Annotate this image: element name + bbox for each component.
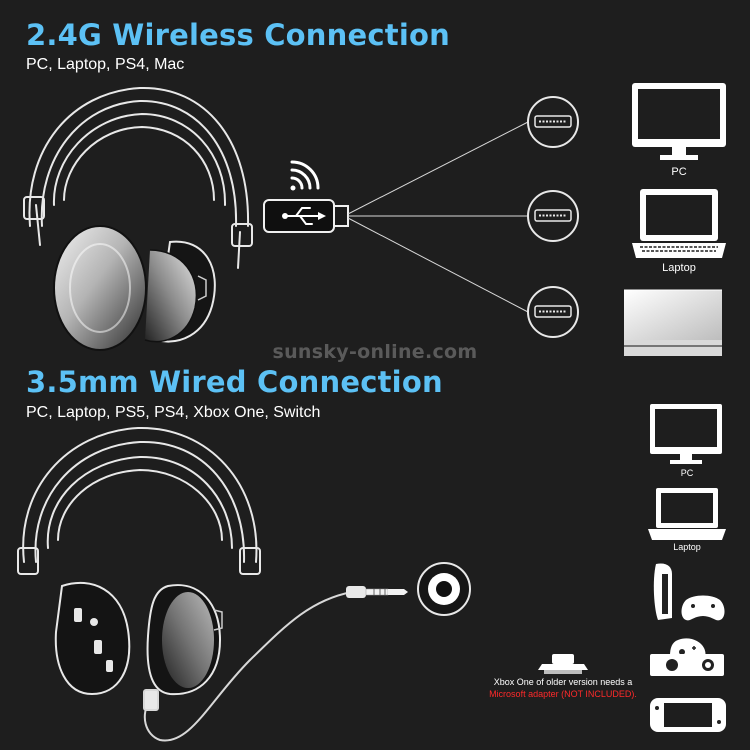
wired-device-label-pc: PC	[680, 468, 694, 478]
usb-port-icon	[527, 96, 579, 148]
headset-icon	[23, 86, 253, 269]
monitor-icon	[632, 83, 726, 160]
adapter-note: Xbox One of older version needs a Micros…	[466, 676, 660, 700]
connection-lines	[347, 121, 529, 313]
cable	[143, 591, 353, 742]
wireless-section-title: 2.4G Wireless Connection	[26, 18, 450, 52]
usb-dongle-icon	[263, 199, 349, 233]
usb-port-icon	[527, 286, 579, 338]
ps5-console-icon	[653, 563, 725, 621]
adapter-note-warning: Microsoft adapter (NOT INCLUDED).	[489, 689, 637, 699]
watermark: sunsky-online.com	[272, 341, 478, 363]
wireless-device-label-laptop: Laptop	[662, 262, 696, 274]
headset-cups	[53, 225, 216, 351]
wireless-compatibility: PC, Laptop, PS4, Mac	[26, 56, 185, 73]
xbox-console-icon	[650, 638, 724, 676]
wired-compatibility: PC, Laptop, PS5, PS4, Xbox One, Switch	[26, 404, 321, 421]
switch-console-icon	[650, 698, 726, 732]
ps4-console-icon	[624, 289, 722, 356]
headset-cups	[54, 581, 223, 696]
audio-jack-icon	[346, 586, 408, 598]
headset-icon	[17, 426, 261, 575]
audio-port-icon	[417, 562, 471, 616]
wifi-icon	[290, 160, 320, 191]
wired-section-title: 3.5mm Wired Connection	[26, 365, 443, 399]
wireless-device-label-pc: PC	[671, 166, 687, 178]
wired-device-label-laptop: Laptop	[673, 542, 701, 552]
adapter-note-line1: Xbox One of older version needs a	[493, 677, 633, 687]
monitor-icon	[650, 404, 722, 464]
laptop-icon	[632, 189, 726, 258]
laptop-icon	[648, 488, 726, 540]
usb-port-icon	[527, 190, 579, 242]
xbox-adapter-icon	[538, 654, 588, 674]
